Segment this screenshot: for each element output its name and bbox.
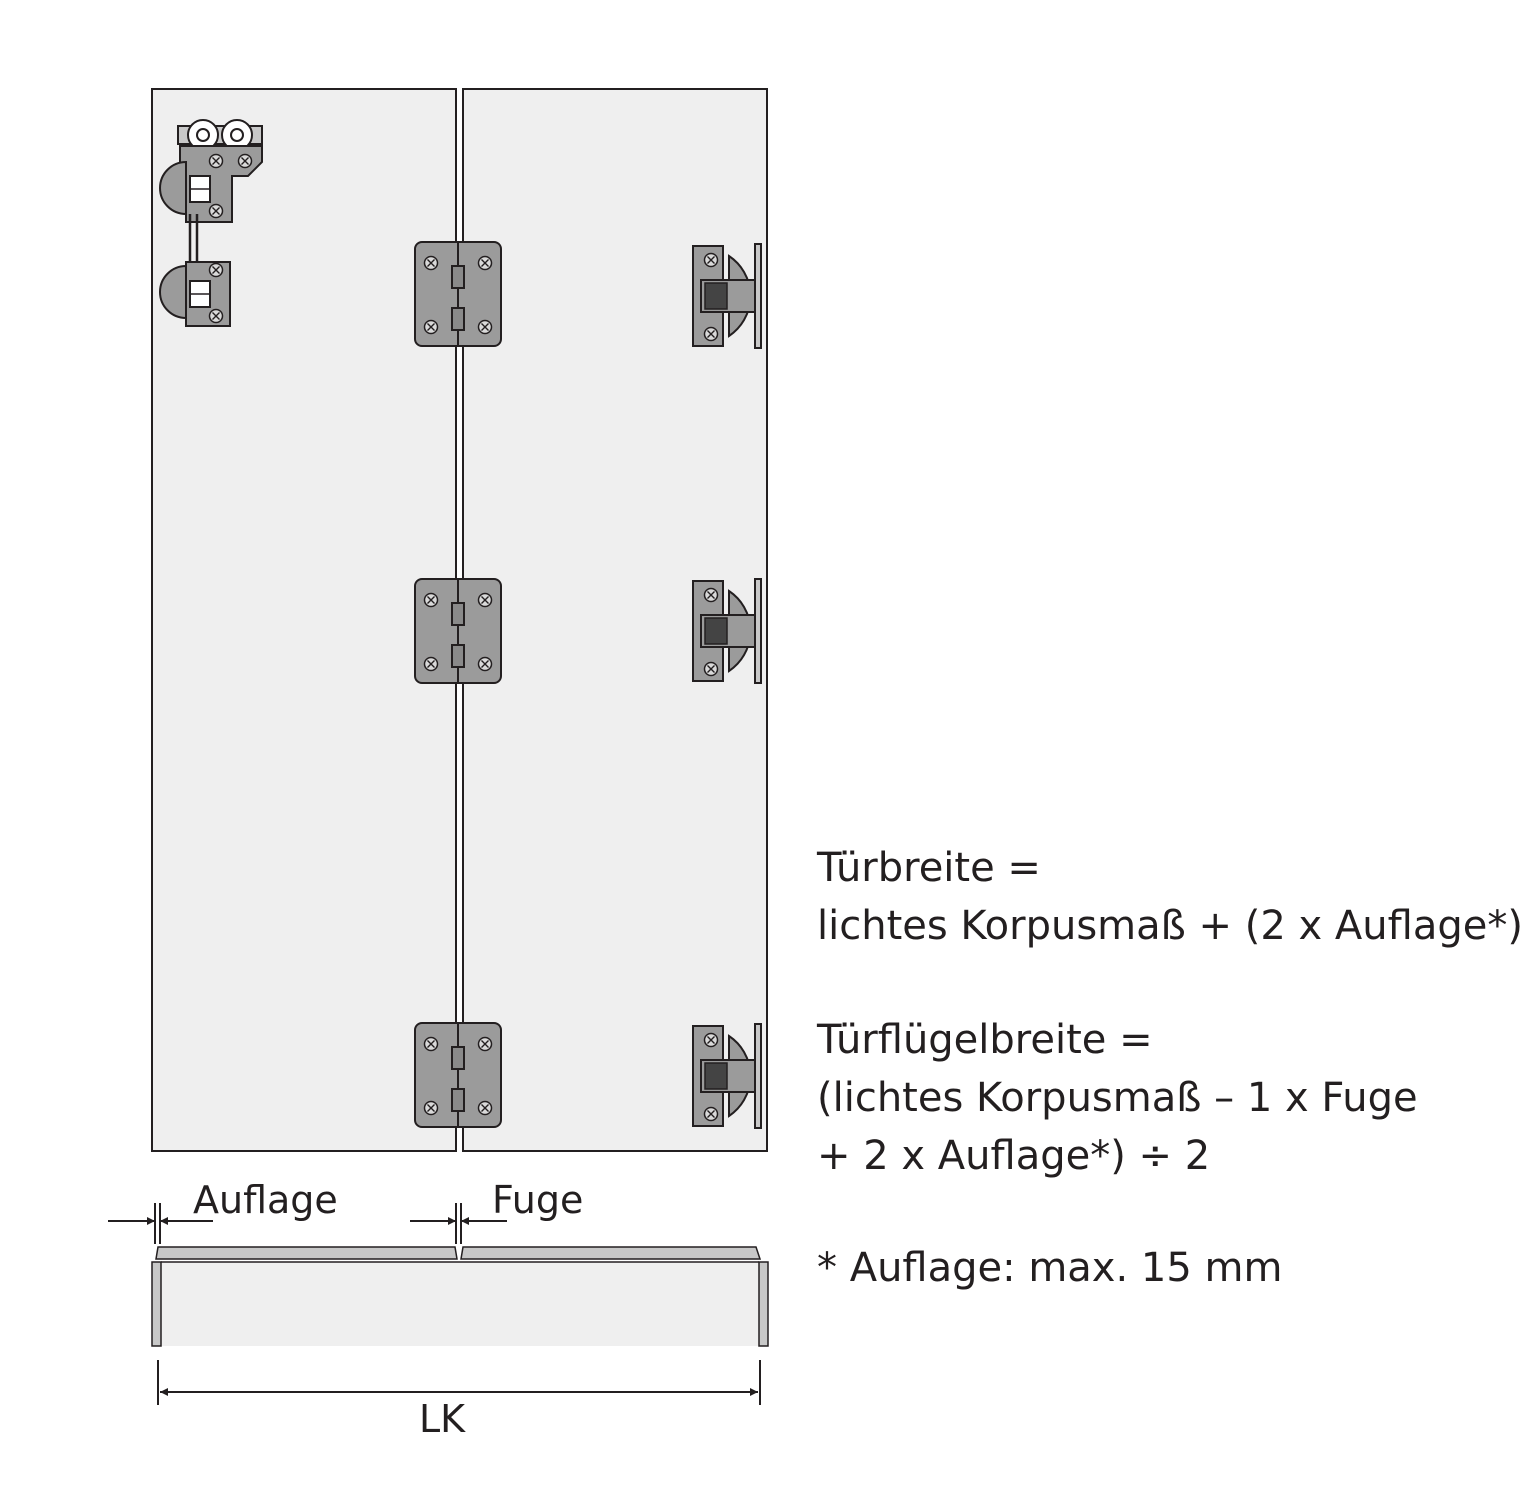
butt-hinge-bottom <box>415 1023 501 1127</box>
footnote: * Auflage: max. 15 mm <box>817 1239 1282 1297</box>
leaf-width-expression-line1: (lichtes Korpusmaß – 1 x Fuge <box>817 1075 1418 1121</box>
footnote-text: * Auflage: max. 15 mm <box>817 1245 1283 1291</box>
butt-hinge-top <box>415 242 501 346</box>
door-width-title: Türbreite = <box>817 845 1041 891</box>
door-width-formula: Türbreite = lichtes Korpusmaß + (2 x Auf… <box>817 839 1523 955</box>
cabinet-section-view <box>151 1246 769 1347</box>
leaf-width-title: Türflügelbreite = <box>817 1017 1153 1063</box>
fuge-dimension <box>410 1203 507 1244</box>
lk-label: LK <box>419 1397 466 1441</box>
lk-dimension <box>157 1360 761 1405</box>
door-width-expression: lichtes Korpusmaß + (2 x Auflage*) <box>817 903 1523 949</box>
fuge-label: Fuge <box>492 1178 583 1222</box>
roller-guide-hardware <box>159 119 263 327</box>
auflage-dimension <box>108 1203 213 1244</box>
leaf-width-formula: Türflügelbreite = (lichtes Korpusmaß – 1… <box>817 1011 1418 1185</box>
auflage-label: Auflage <box>193 1178 338 1222</box>
leaf-width-expression-line2: + 2 x Auflage*) ÷ 2 <box>817 1133 1211 1179</box>
butt-hinge-middle <box>415 579 501 683</box>
